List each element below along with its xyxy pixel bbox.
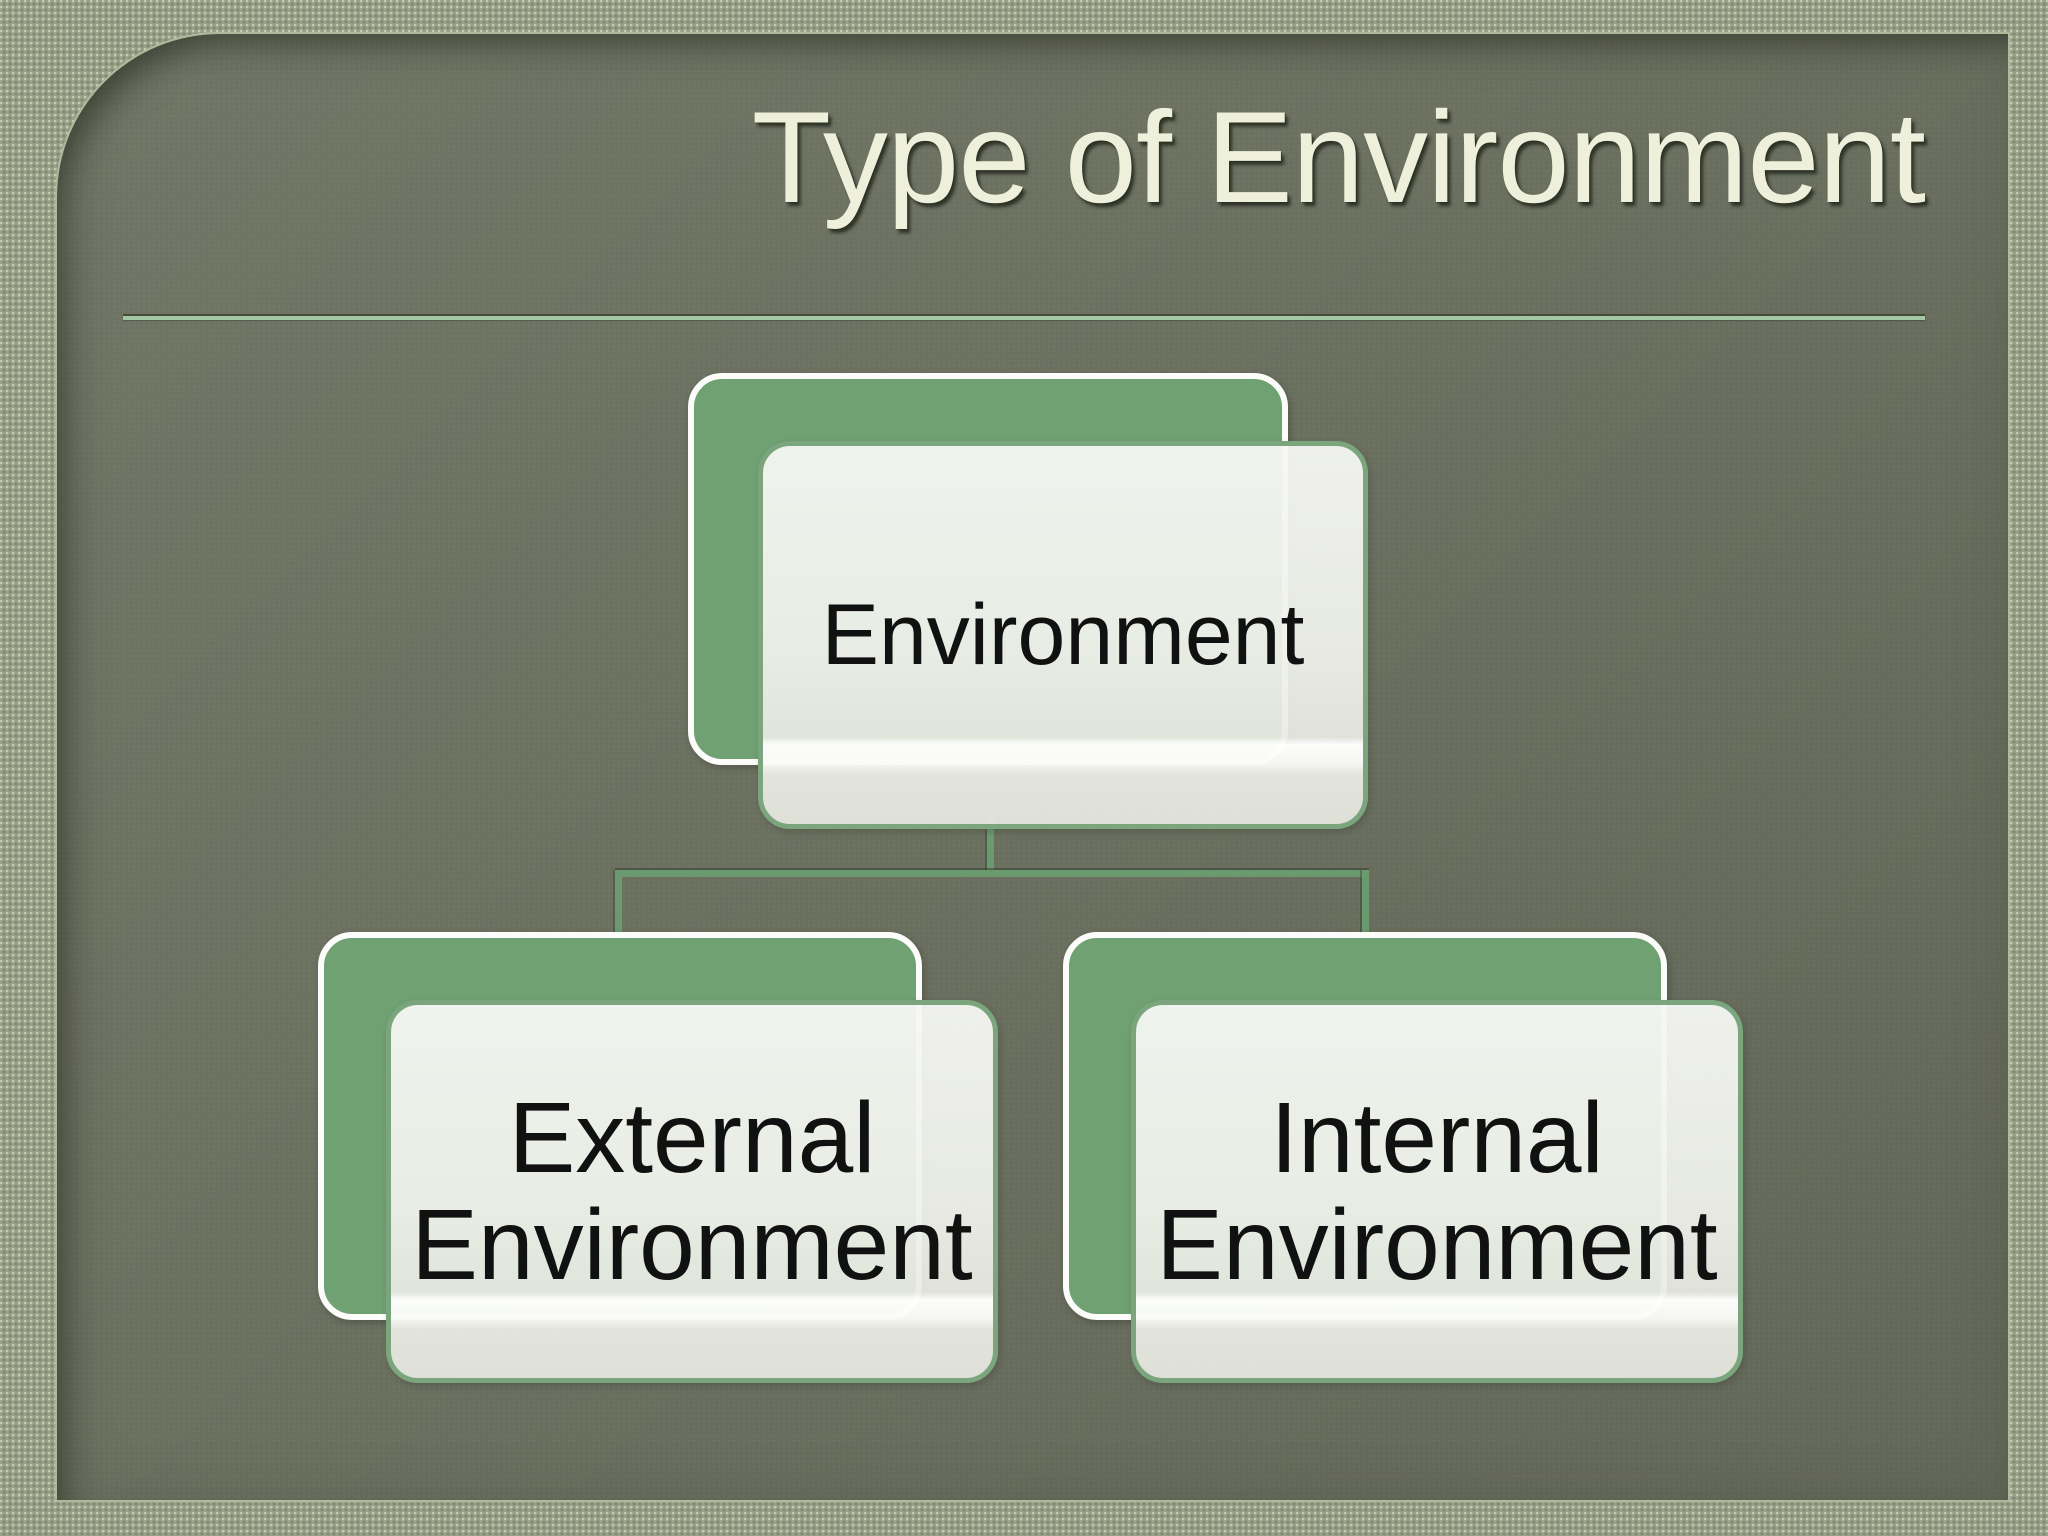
node-label: Internal Environment — [1156, 1081, 1718, 1301]
node-label: External Environment — [411, 1081, 973, 1301]
node-front-shape: External Environment — [386, 1000, 998, 1383]
title-underline — [123, 314, 1925, 320]
connector-root-stub — [987, 818, 994, 876]
node-label: Environment — [821, 586, 1305, 683]
node-front-shape: Internal Environment — [1131, 1000, 1743, 1383]
connector-horizontal — [615, 870, 1369, 877]
node-front-shape: Environment — [758, 441, 1368, 829]
diagram-node-external-environment[interactable]: External Environment — [318, 932, 1000, 1385]
connector-left-drop — [615, 870, 622, 936]
connector-right-drop — [1362, 870, 1369, 936]
slide-title: Type of Environment — [751, 84, 1926, 230]
diagram-node-environment[interactable]: Environment — [688, 373, 1380, 831]
diagram-node-internal-environment[interactable]: Internal Environment — [1063, 932, 1745, 1385]
